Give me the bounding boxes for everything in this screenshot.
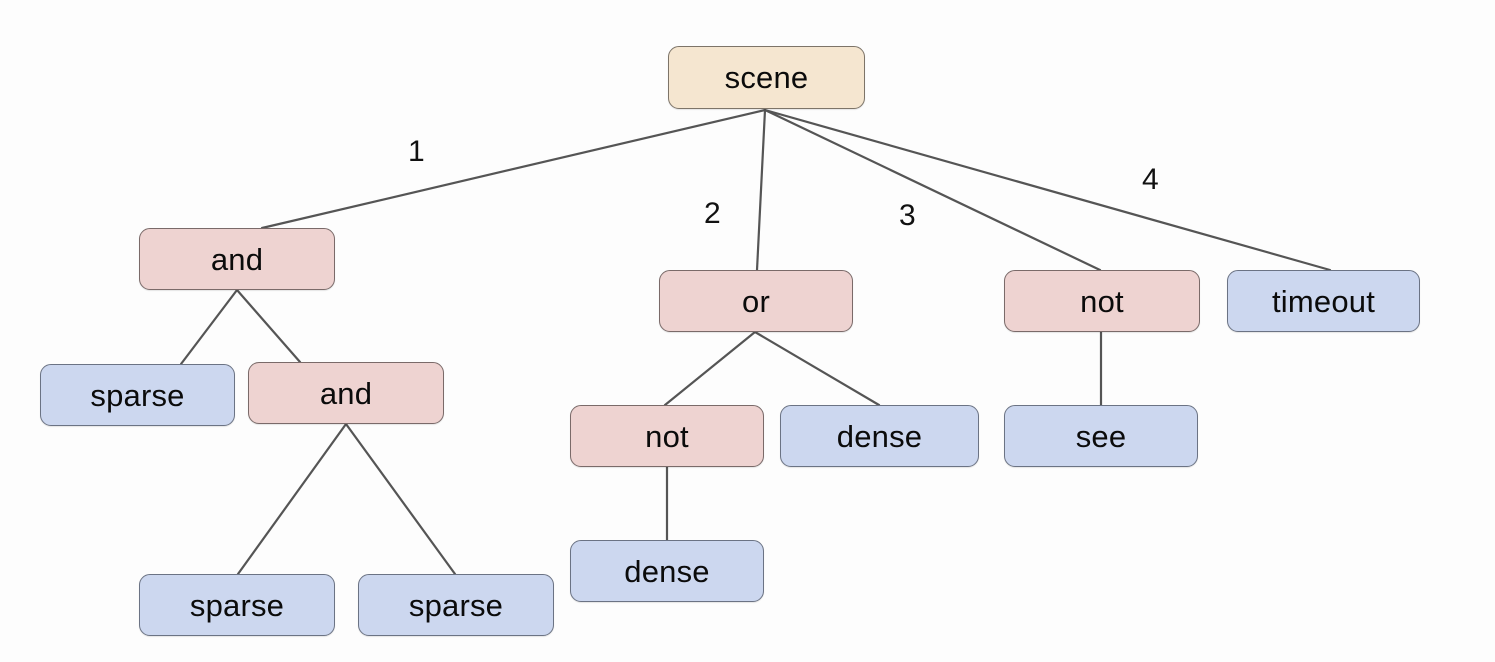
edge-label-3: 3 (899, 199, 916, 232)
tree-node-or1[interactable]: or (659, 270, 853, 332)
tree-node-dense1[interactable]: dense (780, 405, 979, 467)
tree-node-sparse1[interactable]: sparse (40, 364, 235, 426)
tree-edge-or1-to-not2 (663, 330, 757, 407)
tree-edge-and1-to-sparse1 (179, 288, 239, 366)
tree-edge-scene-to-timeout (763, 108, 1332, 272)
edge-label-2: 2 (704, 197, 721, 230)
tree-node-and1[interactable]: and (139, 228, 335, 290)
tree-edge-scene-to-and1 (260, 108, 767, 230)
tree-node-sparse2[interactable]: sparse (139, 574, 335, 636)
tree-edge-and2-to-sparse2 (236, 422, 348, 576)
tree-edge-or1-to-dense1 (753, 330, 881, 407)
tree-node-not2[interactable]: not (570, 405, 764, 467)
tree-edge-scene-to-not1 (763, 108, 1102, 272)
edge-label-1: 1 (408, 135, 425, 168)
tree-node-sparse3[interactable]: sparse (358, 574, 554, 636)
tree-node-not1[interactable]: not (1004, 270, 1200, 332)
tree-edge-scene-to-or1 (755, 108, 767, 272)
tree-edge-and2-to-sparse3 (344, 422, 457, 576)
tree-node-timeout[interactable]: timeout (1227, 270, 1420, 332)
tree-node-see[interactable]: see (1004, 405, 1198, 467)
tree-node-scene[interactable]: scene (668, 46, 865, 109)
tree-edge-and1-to-and2 (235, 288, 302, 364)
tree-node-dense2[interactable]: dense (570, 540, 764, 602)
tree-node-and2[interactable]: and (248, 362, 444, 424)
edge-label-4: 4 (1142, 163, 1159, 196)
